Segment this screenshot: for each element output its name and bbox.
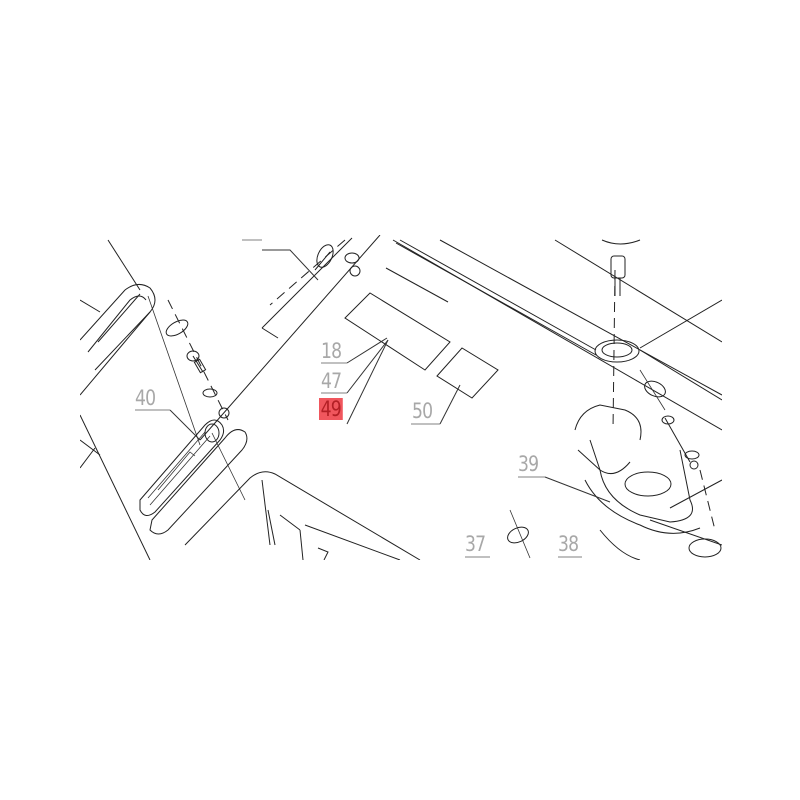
bracket-39 [574,404,722,560]
leader-lines [135,239,611,558]
callout-38[interactable]: 38 [558,532,579,556]
slotted-bracket [139,419,248,535]
grommet-right [594,239,722,470]
mounting-plate [199,235,381,441]
callout-50[interactable]: 50 [412,399,433,423]
fastener-stack-left [165,299,230,421]
lower-frame-box [184,471,421,560]
decal-label-small [436,347,499,399]
top-frame-rails [385,239,722,431]
callout-49-highlighted[interactable]: 49 [319,397,343,421]
callout-18[interactable]: 18 [321,339,342,363]
callout-37[interactable]: 37 [465,532,486,556]
callout-40[interactable]: 40 [135,386,156,410]
left-frame-rail [80,239,201,560]
cap-37 [507,509,531,559]
callout-47[interactable]: 47 [321,369,342,393]
decal-label-large [344,292,451,371]
callout-39[interactable]: 39 [518,452,539,476]
